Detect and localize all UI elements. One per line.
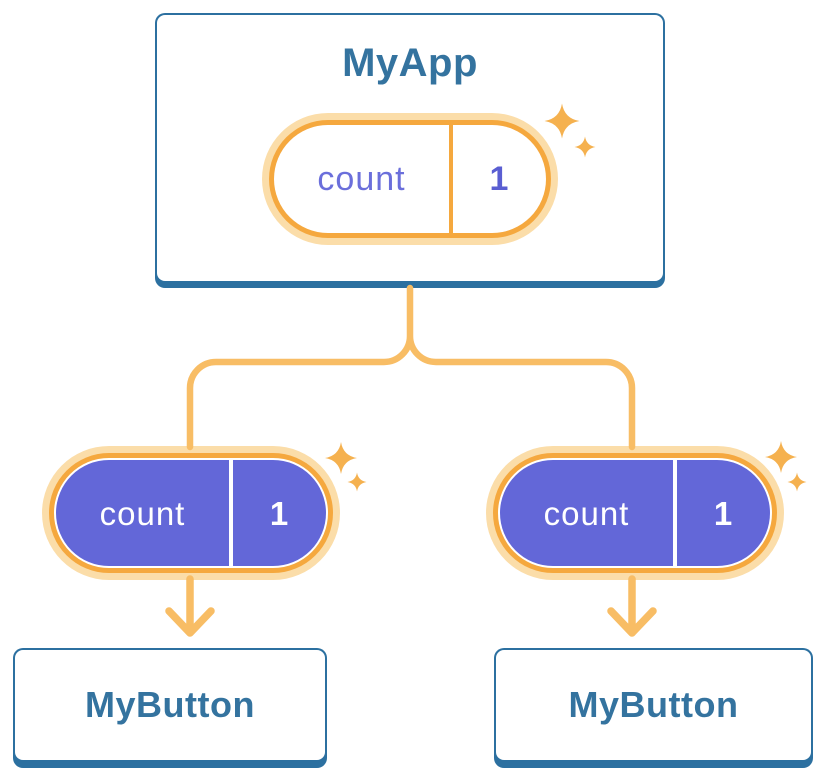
left-prop-pill: count 1 (42, 446, 340, 580)
mybutton-node-left: MyButton (13, 648, 327, 768)
myapp-state-pill: count 1 (262, 113, 558, 245)
myapp-node: MyApp count 1 (155, 13, 665, 288)
prop-label: count (500, 460, 677, 566)
myapp-title: MyApp (342, 41, 478, 85)
myapp-node-body: MyApp count 1 (157, 15, 663, 281)
prop-pill-gap: count 1 (498, 458, 772, 568)
sparkle-icon (325, 442, 357, 474)
prop-value: 1 (269, 494, 290, 532)
mybutton-node-right: MyButton (494, 648, 813, 768)
prop-pill-gap: count 1 (54, 458, 328, 568)
sparkle-icon (347, 472, 367, 492)
prop-pill-border: count 1 (493, 453, 777, 573)
prop-pill-inner: count 1 (500, 460, 770, 566)
mybutton-node-body: MyButton (496, 650, 811, 760)
prop-label: count (56, 460, 233, 566)
prop-arrow-right (607, 575, 657, 637)
state-pill-border: count 1 (269, 120, 551, 238)
mybutton-title-right: MyButton (568, 684, 739, 726)
state-value: 1 (489, 160, 510, 198)
prop-pill-border: count 1 (49, 453, 333, 573)
prop-arrow-left (165, 575, 215, 637)
sparkle-icon (787, 472, 807, 492)
prop-pill-inner: count 1 (56, 460, 326, 566)
sparkle-icon (765, 441, 797, 473)
state-pill-inner: count 1 (274, 125, 546, 233)
mybutton-node-body: MyButton (15, 650, 325, 760)
fork-connector (186, 284, 636, 451)
right-prop-pill: count 1 (486, 446, 784, 580)
state-label: count (274, 125, 453, 233)
mybutton-title-left: MyButton (85, 684, 255, 726)
prop-value: 1 (713, 494, 734, 532)
